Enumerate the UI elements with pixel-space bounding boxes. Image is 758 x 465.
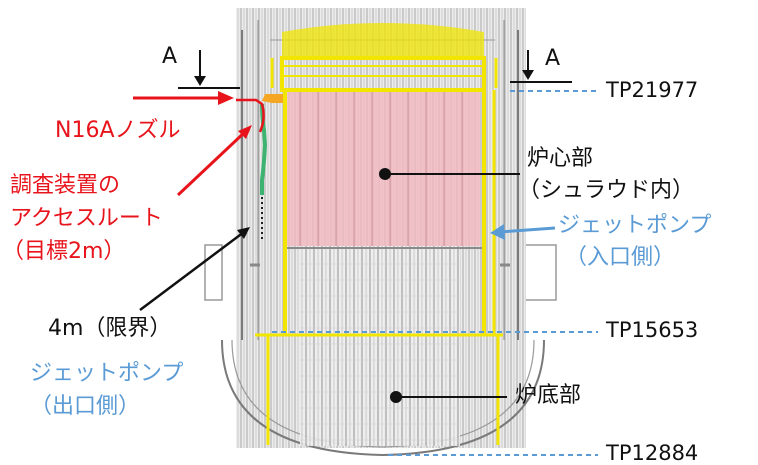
jet-pump-outlet-label-line1: ジェットポンプ bbox=[30, 361, 184, 386]
limit-label: 4m（限界） bbox=[48, 316, 172, 341]
jet-pump-inlet-arrowhead bbox=[490, 224, 505, 240]
limit-arrow-shaft bbox=[139, 231, 245, 311]
nozzle-label: N16Aノズル bbox=[55, 118, 181, 143]
bottom-head-outline bbox=[221, 339, 545, 457]
limit-arrowhead bbox=[237, 227, 250, 239]
fuel-channel-lines bbox=[299, 90, 463, 246]
access-route-label-line3: （目標2m） bbox=[2, 239, 126, 264]
jet-pump-inlet-label-line2: （入口側） bbox=[565, 245, 676, 270]
shroud-head-dome bbox=[282, 23, 484, 58]
level-label-bottom: TP12884 bbox=[606, 441, 699, 465]
bottom-head-inner-outline bbox=[231, 339, 535, 448]
level-label-mid: TP15653 bbox=[606, 318, 699, 342]
access-route-arrow-shaft bbox=[176, 129, 248, 197]
section-a-left-arrowhead bbox=[194, 76, 206, 86]
jet-pump-inlet-label-line1: ジェットポンプ bbox=[558, 213, 712, 238]
access-route-arrowhead bbox=[238, 125, 252, 139]
section-a-right-arrowhead bbox=[522, 70, 534, 80]
access-route-label-line2: アクセスルート bbox=[10, 206, 163, 231]
section-mark-right: A bbox=[545, 46, 561, 71]
left-nozzle-outline bbox=[204, 244, 223, 301]
core-region-fill bbox=[285, 90, 480, 246]
access-route-label-line1: 調査装置の bbox=[10, 173, 121, 198]
level-label-top: TP21977 bbox=[606, 78, 699, 102]
jet-pump-inlet-arrow-shaft bbox=[499, 226, 556, 234]
section-mark-left: A bbox=[162, 44, 178, 69]
lower-plenum-guide-tubes bbox=[300, 246, 460, 446]
nozzle-arrowhead bbox=[218, 91, 234, 105]
bottom-head-label: 炉底部 bbox=[515, 383, 582, 408]
core-label-line1: 炉心部 bbox=[527, 146, 594, 171]
shroud-outline bbox=[255, 56, 503, 445]
right-nozzle-outline bbox=[526, 244, 557, 301]
n16a-nozzle-shape bbox=[262, 94, 283, 103]
jet-pump-outlet-label-line2: （出口側） bbox=[30, 394, 141, 419]
core-label-line2: （シュラウド内） bbox=[518, 178, 695, 203]
nozzle-red-outline bbox=[236, 98, 265, 133]
access-route-path bbox=[260, 103, 268, 195]
